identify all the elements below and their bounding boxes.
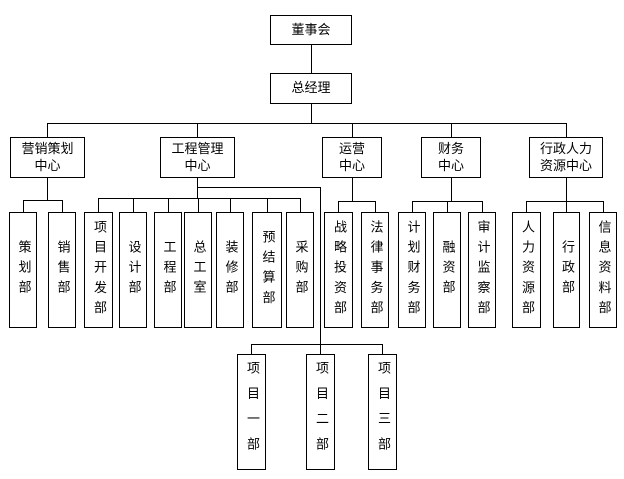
connector-line [133,198,134,212]
node-label: 人力资源部 [519,219,534,321]
node-procurement-dept: 采购部 [286,212,314,328]
node-label: 战略投资部 [331,219,346,321]
connector-line [451,123,452,137]
node-information-data-dept: 信息资料部 [589,212,617,328]
node-project-development-dept: 项目开发部 [84,212,113,328]
node-label: 项目开发部 [91,219,106,321]
node-engineering-management-center: 工程管理中心 [160,137,235,178]
connector-line [62,200,63,212]
node-label: 审计监察部 [474,219,490,321]
node-engineering-dept: 工程部 [154,212,182,328]
connector-line [447,201,448,212]
connector-line [230,198,231,212]
node-label: 项目二部 [313,361,328,463]
node-audit-supervision-dept: 审计监察部 [468,212,496,328]
node-label: 信息资料部 [595,219,611,321]
connector-line [526,201,603,202]
node-label: 法律事务部 [367,219,383,321]
connector-line [197,187,320,188]
connector-line [320,344,321,354]
connector-line [23,200,62,201]
node-project-dept-2: 项目二部 [306,354,335,470]
node-label: 项目三部 [375,361,390,463]
node-label: 设计部 [125,239,141,301]
node-budget-settlement-dept: 预结算部 [252,212,282,328]
node-label: 董事会 [291,22,331,38]
connector-line [168,198,169,212]
node-design-dept: 设计部 [119,212,147,328]
node-label: 项目一部 [244,361,259,463]
connector-line [267,198,268,212]
connector-line [47,123,48,137]
node-planning-dept: 策划部 [9,212,37,328]
connector-line [566,201,567,212]
node-planning-finance-dept: 计划财务部 [398,212,426,328]
connector-line [352,177,353,201]
connector-line [603,201,604,212]
connector-line [198,198,199,212]
connector-line [251,344,252,354]
node-label: 策划部 [15,239,31,301]
node-strategic-investment-dept: 战略投资部 [324,212,353,328]
node-administration-dept: 行政部 [553,212,580,328]
node-label: 工程部 [160,239,176,301]
connector-line [23,200,24,212]
node-label: 总经理 [291,81,331,96]
connector-line [320,187,321,344]
connector-line [311,44,312,73]
node-label: 行政部 [559,239,574,301]
connector-line [300,198,301,212]
connector-line [98,198,99,212]
node-label: 运营中心 [338,141,365,174]
node-decoration-dept: 装修部 [216,212,244,328]
node-project-dept-1: 项目一部 [237,354,266,470]
connector-line [338,201,375,202]
connector-line [526,201,527,212]
connector-line [482,201,483,212]
connector-line [47,177,48,200]
node-marketing-planning-center: 营销策划中心 [10,137,85,178]
connector-line [566,177,567,201]
connector-line [451,177,452,201]
node-label: 预结算部 [259,229,275,311]
node-label: 采购部 [292,239,308,301]
node-label: 装修部 [222,239,238,301]
connector-line [98,198,300,199]
node-human-resources-dept: 人力资源部 [512,212,541,328]
node-label: 融资部 [439,239,455,301]
node-label: 总工室 [190,239,206,301]
connector-line [382,344,383,354]
node-operations-center: 运营中心 [322,137,382,178]
connector-line [412,201,413,212]
node-label: 销售部 [54,239,70,301]
node-label: 营销策划中心 [21,141,74,174]
node-board-of-directors: 董事会 [270,15,352,45]
connector-line [352,123,353,137]
node-legal-affairs-dept: 法律事务部 [361,212,389,328]
connector-line [251,344,382,345]
node-label: 行政人力资源中心 [539,141,592,174]
node-label: 工程管理中心 [171,141,224,174]
node-financing-dept: 融资部 [433,212,461,328]
node-admin-hr-center: 行政人力资源中心 [529,137,603,178]
connector-line [338,201,339,212]
connector-line [375,201,376,212]
node-chief-engineer-office: 总工室 [184,212,212,328]
node-label: 财务中心 [437,141,464,174]
node-general-manager: 总经理 [270,73,352,104]
node-label: 计划财务部 [404,219,420,321]
connector-line [197,123,198,137]
node-sales-dept: 销售部 [48,212,76,328]
node-finance-center: 财务中心 [421,137,481,178]
node-project-dept-3: 项目三部 [368,354,397,470]
connector-line [47,123,567,124]
connector-line [311,103,312,123]
connector-line [566,123,567,137]
